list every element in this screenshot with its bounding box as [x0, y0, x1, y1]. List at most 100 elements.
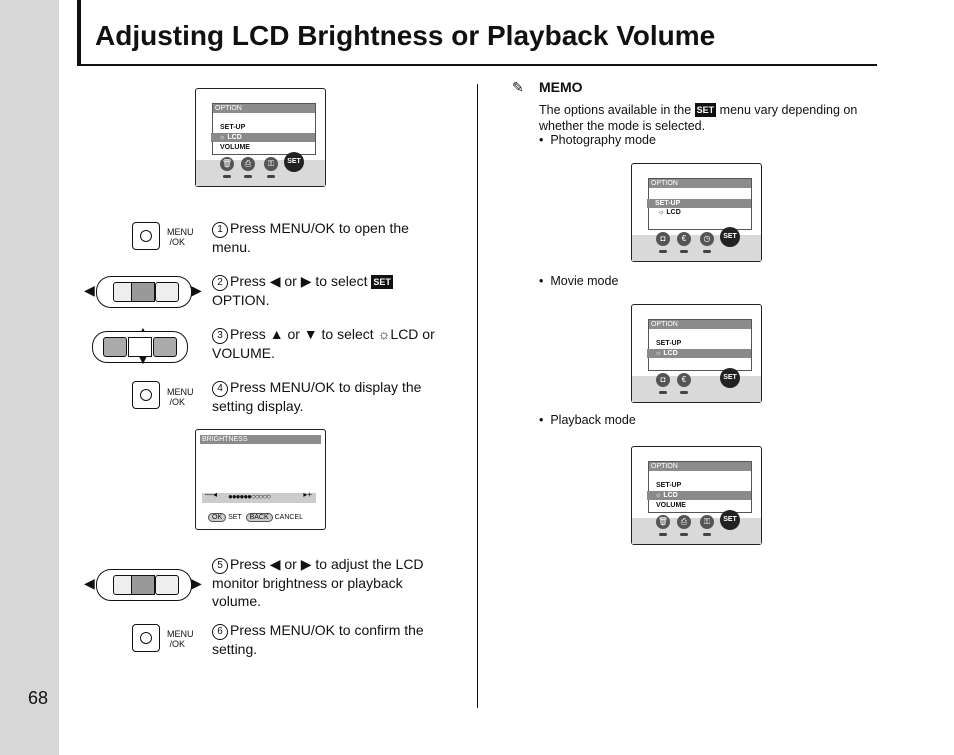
ok-label: /OK: [169, 639, 186, 649]
down-arrow-icon: ▼: [136, 351, 150, 367]
ok-badge: OK: [208, 513, 227, 522]
step-text: or: [284, 273, 297, 289]
menu-panel: OPTION SET-UP ☼ LCD VOLUME: [211, 103, 316, 155]
indicator-dot: [267, 175, 275, 178]
memo-text-part: The options available in the: [539, 103, 692, 117]
bullet-movie: • Movie mode: [539, 274, 619, 288]
indicator-dot: [703, 250, 711, 253]
menu-item-lcd: ☼ LCD: [658, 209, 681, 216]
camera-icon: ◘: [656, 232, 670, 246]
step-number: 2: [212, 275, 228, 291]
lcd-movie-mode: OPTION SET-UP ☼ LCD ◘ € SET: [631, 304, 762, 403]
menu-label: MENU: [167, 629, 194, 639]
memo-text: The options available in the SET menu va…: [539, 102, 884, 134]
trash-icon: 🗑: [220, 157, 234, 171]
dpad-up-down: ▲ ▼: [90, 323, 200, 367]
plus-icon: ▸+: [303, 490, 312, 499]
indicator-dot: [659, 391, 667, 394]
dpad-body: [96, 569, 192, 601]
indicator-dot: [223, 175, 231, 178]
brightness-slider: —◂ ●●●●●●○○○○○ ▸+: [202, 490, 316, 503]
menu-header: OPTION: [649, 320, 751, 329]
bullet-text: Photography mode: [550, 133, 656, 147]
indicator-dot: [659, 533, 667, 536]
menu-item-setup: SET-UP: [656, 482, 682, 489]
menu-item-volume: VOLUME: [656, 502, 686, 509]
right-key: [155, 575, 179, 595]
dpad-left-right: ◀ ▶: [84, 276, 204, 308]
sun-icon: ☼: [377, 326, 391, 342]
menu-item-lcd-selected: ☼ LCD: [211, 133, 315, 142]
step-text: to adjust the LCD monitor brightness or …: [212, 556, 424, 609]
bullet-text: Playback mode: [550, 413, 636, 427]
menu-panel: OPTION SET-UP ☼ LCD: [647, 319, 752, 371]
center-key: [128, 337, 152, 357]
minus-icon: —◂: [205, 490, 218, 499]
right-key: [155, 282, 179, 302]
menu-ok-button-illustration: [132, 222, 160, 250]
indicator-dot: [703, 533, 711, 536]
left-arrow-icon: ◀: [84, 282, 95, 298]
step-number: 5: [212, 558, 228, 574]
icon-strip: 🗑 ⎙ ⚿ SET: [632, 510, 761, 544]
left-key: [103, 337, 127, 357]
step-text: Press: [230, 326, 266, 342]
menu-header: OPTION: [649, 179, 751, 188]
menu-item-setup: SET-UP: [656, 340, 682, 347]
bullet-playback: • Playback mode: [539, 413, 636, 427]
dpad-left-right: ◀ ▶: [84, 569, 204, 601]
menu-header: OPTION: [649, 462, 751, 471]
set-icon: SET: [284, 152, 304, 172]
lcd-label: LCD: [227, 134, 242, 141]
step-text: or: [287, 326, 300, 342]
ok-label: /OK: [169, 397, 186, 407]
exposure-icon: €: [677, 232, 691, 246]
right-arrow-icon: ▶: [191, 575, 202, 591]
menu-ok-label: MENU /OK: [167, 629, 194, 649]
key-icon: ⚿: [700, 515, 714, 529]
right-arrow-icon: ▶: [300, 556, 312, 572]
memo-title: MEMO: [539, 79, 583, 95]
center-key: [131, 282, 155, 302]
right-arrow-icon: ▶: [300, 273, 312, 289]
menu-panel: OPTION SET-UP ☼ LCD VOLUME: [647, 461, 752, 513]
set-label: SET: [228, 514, 242, 521]
lcd-photography-mode: OPTION SET-UP ☼ LCD ◘ € ◷ SET: [631, 163, 762, 262]
side-band: [0, 0, 59, 755]
menu-ok-label: MENU /OK: [167, 387, 194, 407]
page-title: Adjusting LCD Brightness or Playback Vol…: [95, 20, 716, 51]
step-text: Press MENU/OK to open the menu.: [212, 220, 409, 255]
step-text: Press: [230, 556, 266, 572]
title-bar: [77, 0, 81, 66]
camera-icon: ◘: [656, 373, 670, 387]
left-arrow-icon: ◀: [84, 575, 95, 591]
set-icon: SET: [720, 227, 740, 247]
back-badge: BACK: [245, 513, 273, 522]
menu-item-lcd-selected: ☼ LCD: [647, 349, 751, 358]
step-number: 6: [212, 624, 228, 640]
menu-ok-label: MENU /OK: [167, 227, 194, 247]
right-key: [153, 337, 177, 357]
set-icon: SET: [371, 275, 393, 289]
icon-strip: ◘ € SET: [632, 368, 761, 402]
step-text: to select: [321, 326, 374, 342]
icon-strip: 🗑 ⎙ ⚿ SET: [196, 152, 325, 186]
menu-panel: OPTION SET-UP ☼ LCD: [647, 178, 752, 230]
brightness-footer: OK SET BACK CANCEL: [208, 513, 303, 522]
key-icon: ⚿: [264, 157, 278, 171]
brightness-level-dots: ●●●●●●○○○○○: [228, 492, 271, 501]
menu-label: MENU: [167, 227, 194, 237]
indicator-dot: [680, 250, 688, 253]
step-text: or: [284, 556, 297, 572]
indicator-dot: [680, 533, 688, 536]
set-icon: SET: [720, 510, 740, 530]
right-arrow-icon: ▶: [191, 282, 202, 298]
lcd-brightness: BRIGHTNESS —◂ ●●●●●●○○○○○ ▸+ OK SET BACK…: [195, 429, 326, 530]
column-divider: [477, 84, 478, 708]
center-key: [131, 575, 155, 595]
memo-icon: ✎: [512, 79, 524, 95]
lcd-playback-mode: OPTION SET-UP ☼ LCD VOLUME 🗑 ⎙ ⚿ SET: [631, 446, 762, 545]
